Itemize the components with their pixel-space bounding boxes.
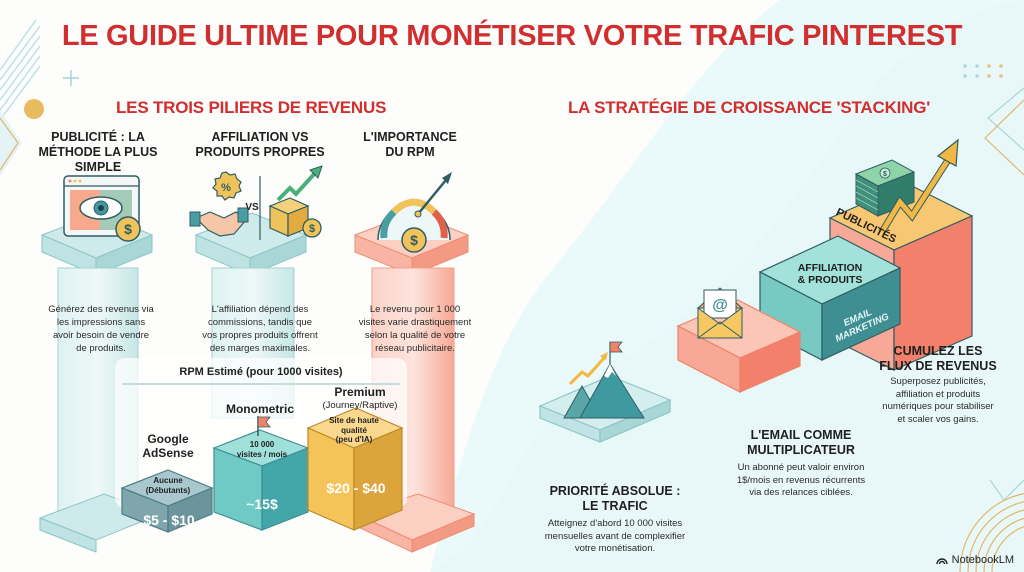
handshake-vs-box-icon: % VS $ <box>189 165 323 240</box>
rpm-tier-3-value: $20 - $40 <box>326 480 386 496</box>
notebooklm-brand: NotebookLM <box>935 554 1014 566</box>
pillar-2-heading: AFFILIATION VS PRODUITS PROPRES <box>195 130 325 159</box>
rpm-tier-2-requirement: 10 000 visites / mois <box>236 440 288 459</box>
rpm-cube-adsense <box>120 469 214 533</box>
gauge-coin-icon: $ <box>377 172 452 253</box>
rpm-title: RPM Estimé (pour 1000 visites) <box>179 366 343 378</box>
svg-text:%: % <box>221 182 231 194</box>
browser-eye-coin-icon: $ <box>63 175 141 242</box>
rpm-tier-1-name: Google AdSense <box>142 432 194 460</box>
left-section-title: LES TROIS PILIERS DE REVENUS <box>116 98 387 117</box>
step-3-heading: CUMULEZ LES FLUX DE REVENUS <box>879 344 997 373</box>
page-title: LE GUIDE ULTIME POUR MONÉTISER VOTRE TRA… <box>61 20 963 52</box>
svg-text:@: @ <box>712 297 728 314</box>
mountain-flag-icon <box>563 341 645 419</box>
pillar-1-description: Générez des revenus via les impressions … <box>48 304 154 354</box>
step-1-description: Atteignez d'abord 10 000 visites mensuel… <box>544 518 686 554</box>
rpm-cube-monometric <box>212 416 310 531</box>
svg-text:$: $ <box>309 223 315 235</box>
pillar-2-description: L'affiliation dépend des commissions, ta… <box>202 304 318 354</box>
right-section-title: LA STRATÉGIE DE CROISSANCE 'STACKING' <box>568 98 931 117</box>
rpm-divider <box>122 383 400 385</box>
step-1-heading: PRIORITÉ ABSOLUE : LE TRAFIC <box>549 484 681 513</box>
rpm-tier-2-value: ~15$ <box>246 496 278 512</box>
svg-text:$: $ <box>410 232 418 248</box>
rpm-cube-premium <box>306 407 404 531</box>
pillar-3-heading: L'IMPORTANCE DU RPM <box>363 130 457 159</box>
step-2-heading: L'EMAIL COMME MULTIPLICATEUR <box>747 428 855 457</box>
block-affiliation-label: AFFILIATION & PRODUITS <box>797 262 863 286</box>
rpm-tier-1-value: $5 - $10 <box>143 512 195 528</box>
block-affiliation <box>758 235 902 361</box>
step-3-description: Superposez publicités, affiliation et pr… <box>882 376 994 425</box>
svg-text:$: $ <box>883 171 887 178</box>
email-envelope-icon: @ <box>696 287 744 339</box>
svg-text:$: $ <box>124 221 132 237</box>
pillar-1-heading: PUBLICITÉ : LA MÉTHODE LA PLUS SIMPLE <box>38 130 158 174</box>
step-2-description: Un abonné peut valoir environ 1$/mois en… <box>736 462 866 498</box>
rpm-tier-3-requirement: Site de haute qualité (peu d'IA) <box>329 416 379 444</box>
notebooklm-logo-icon <box>935 558 948 565</box>
rpm-tier-1-requirement: Aucune (Débutants) <box>145 476 191 495</box>
rpm-tier-2-name: Monometric <box>225 402 294 416</box>
stacking-illustration: $ @ <box>538 138 974 443</box>
pillar-3-description: Le revenu pour 1 000 visites varie drast… <box>358 304 472 354</box>
rpm-tier-3-name: Premium (Journey/Raptive) <box>322 385 398 412</box>
rpm-cubes <box>120 407 404 533</box>
svg-text:VS: VS <box>245 202 259 213</box>
